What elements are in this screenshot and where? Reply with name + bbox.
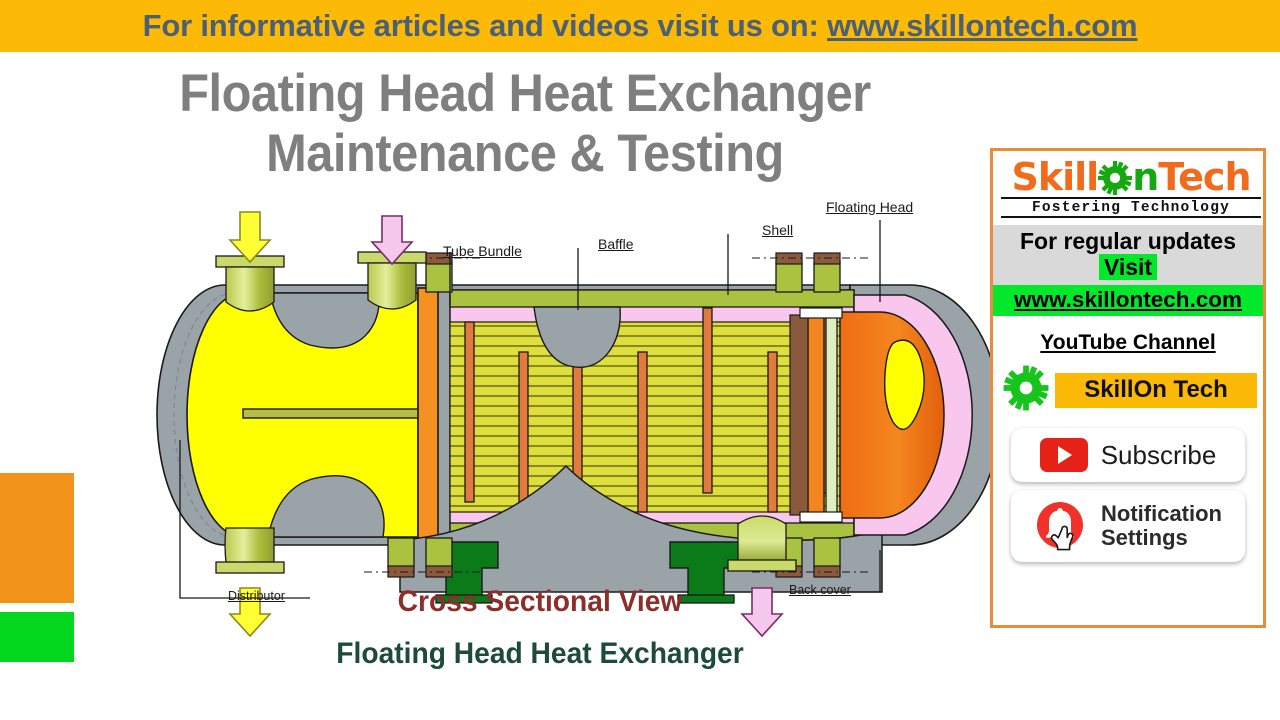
tube-bundle — [449, 321, 855, 513]
heat-exchanger-diagram — [156, 211, 990, 638]
label-shell: Shell — [762, 222, 794, 238]
page-title: Floating Head Heat Exchanger Maintenance… — [60, 64, 990, 184]
left-head-chamber — [186, 292, 422, 538]
notification-label-line-2: Settings — [1101, 525, 1188, 550]
diagram-caption-main: Cross Sectional View — [397, 585, 683, 618]
brand-logo-text: Skill nTech — [1001, 155, 1261, 204]
website-row[interactable]: www.skillontech.com — [993, 285, 1263, 316]
banner-text: For informative articles and videos visi… — [143, 8, 1138, 44]
page-title-line-1: Floating Head Heat Exchanger — [179, 64, 871, 123]
nozzle-top-left — [215, 255, 285, 312]
arrow-tube-inlet — [228, 211, 272, 264]
youtube-channel-heading: YouTube Channel — [993, 316, 1263, 363]
left-green-chip — [0, 612, 74, 662]
label-distributor: Distributor — [228, 589, 285, 603]
arrow-shell-outlet — [740, 587, 784, 638]
nozzle-bottom-right — [727, 515, 797, 572]
diagram-caption-sub: Floating Head Heat Exchanger — [336, 637, 744, 670]
gear-icon-small — [1003, 365, 1049, 416]
left-orange-chip — [0, 473, 74, 603]
website-url[interactable]: www.skillontech.com — [1014, 287, 1242, 312]
hand-cursor-icon — [1050, 525, 1074, 551]
updates-line-1: For regular updates — [1020, 228, 1236, 254]
distributor-plate — [242, 408, 422, 419]
nozzle-bottom-left — [215, 527, 285, 574]
leader-lines — [179, 220, 881, 599]
upper-deflector — [533, 306, 621, 368]
channel-brand-name: SkillOn Tech — [1055, 373, 1257, 408]
subscribe-button-label: Subscribe — [1100, 439, 1217, 470]
tube-sheet — [417, 287, 439, 541]
arrow-tube-outlet — [228, 587, 272, 638]
arrow-shell-inlet — [370, 215, 414, 266]
brand-tagline: Fostering Technology — [1001, 197, 1261, 218]
label-tube-bundle: Tube Bundle — [443, 243, 522, 259]
channel-brand-row: SkillOn Tech — [993, 363, 1263, 420]
banner-text-prefix: For informative articles and videos visi… — [142, 8, 828, 43]
subscribe-button[interactable]: Subscribe — [1011, 428, 1245, 482]
label-back-cover: Back cover — [789, 583, 851, 597]
flow-arrows — [228, 211, 784, 638]
top-banner: For informative articles and videos visi… — [0, 0, 1280, 52]
logo-part-skill: Skill — [1011, 155, 1099, 199]
logo-part-tech: Tech — [1158, 155, 1251, 199]
banner-url-link[interactable]: www.skillontech.com — [827, 8, 1138, 43]
updates-visit-highlight: Visit — [1098, 254, 1158, 280]
page-title-line-2: Maintenance & Testing — [266, 124, 784, 183]
promo-panel: Skill nTech Fostering Technology For reg… — [990, 148, 1266, 628]
notification-button-label: Notification Settings — [1101, 502, 1222, 550]
updates-block: For regular updates Visit — [993, 225, 1263, 285]
youtube-play-icon — [1039, 438, 1088, 472]
notification-label-line-1: Notification — [1101, 501, 1222, 526]
youtube-channel-label: YouTube Channel — [1040, 331, 1216, 354]
floating-head-port — [883, 339, 925, 431]
label-floating-head: Floating Head — [826, 199, 914, 215]
updates-line-2: Visit — [993, 254, 1263, 280]
gear-icon — [1098, 160, 1133, 204]
floating-head-assembly — [789, 294, 973, 536]
logo-part-n: n — [1132, 155, 1159, 199]
notification-settings-button[interactable]: Notification Settings — [1011, 490, 1245, 562]
bell-icon — [1034, 499, 1088, 553]
brand-logo: Skill nTech Fostering Technology — [993, 151, 1263, 225]
label-baffle: Baffle — [598, 236, 634, 252]
